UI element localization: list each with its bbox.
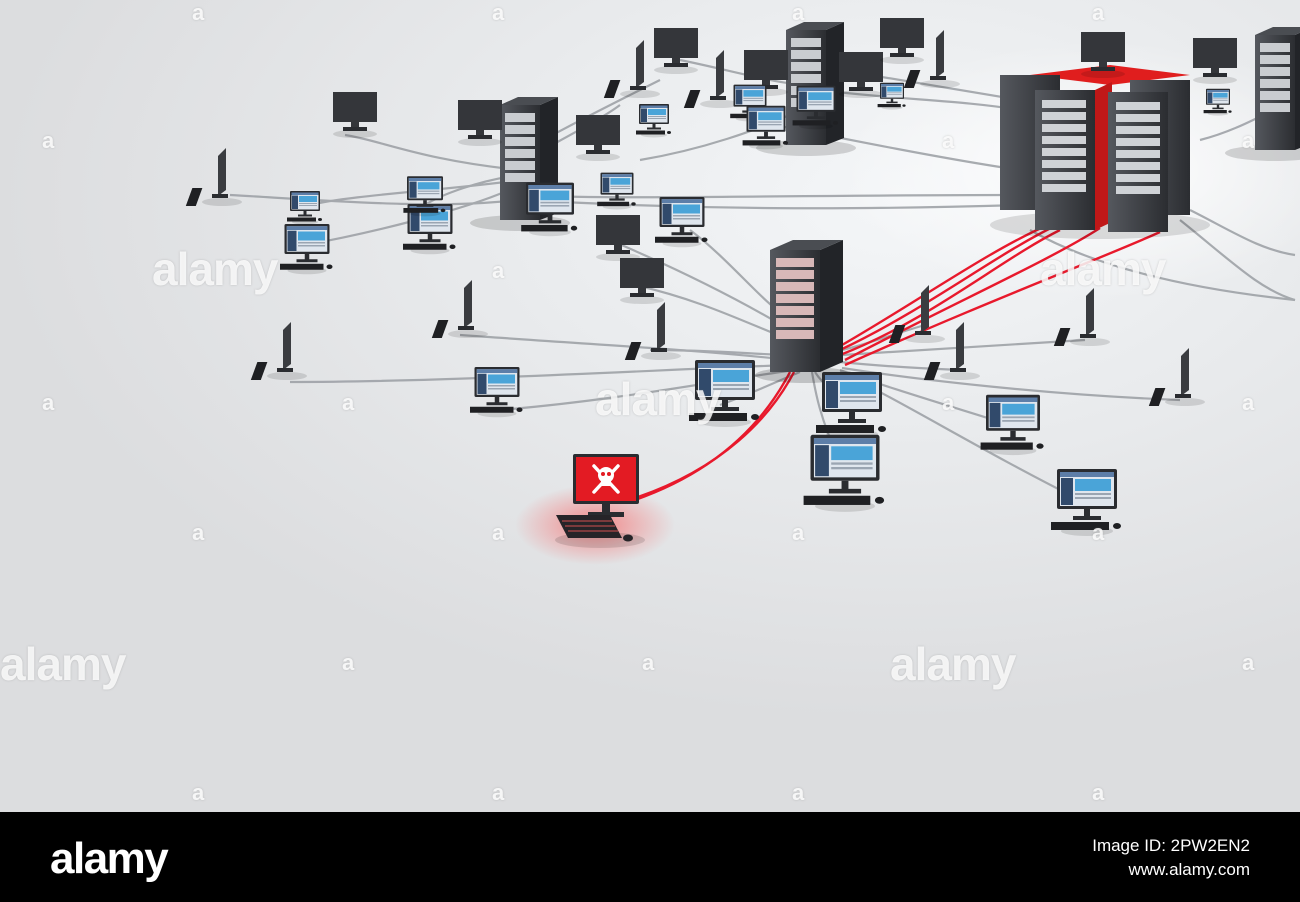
watermark-a: a — [642, 650, 655, 675]
network-illustration: alamy alamy alamy alamy alamy a a a a a … — [0, 0, 1300, 812]
workstation — [923, 322, 980, 380]
footer-meta: Image ID: 2PW2EN2 www.alamy.com — [1092, 836, 1250, 880]
workstation — [458, 100, 502, 146]
workstation — [576, 115, 620, 161]
workstation — [280, 224, 333, 275]
watermark-a: a — [342, 390, 355, 415]
watermark-a: a — [942, 390, 955, 415]
watermark-a: a — [1242, 390, 1255, 415]
watermark-a: a — [1092, 0, 1105, 25]
watermark-a: a — [792, 520, 805, 545]
stock-footer-bar: alamy Image ID: 2PW2EN2 www.alamy.com — [0, 812, 1300, 902]
watermark-a: a — [492, 520, 505, 545]
watermark-a: a — [792, 0, 805, 25]
footer-url-link[interactable]: www.alamy.com — [1128, 860, 1250, 879]
workstation — [250, 322, 307, 380]
workstation — [880, 18, 924, 64]
workstation — [596, 215, 640, 261]
watermark-a: a — [492, 0, 505, 25]
watermark-a: a — [192, 0, 205, 25]
watermark-a: a — [1242, 128, 1255, 153]
workstation — [431, 280, 488, 338]
workstation — [521, 182, 578, 237]
watermark-a: a — [492, 780, 505, 805]
image-id-label: Image ID: 2PW2EN2 — [1092, 836, 1250, 855]
central-server — [755, 240, 855, 383]
watermark-a: a — [192, 780, 205, 805]
workstation — [287, 191, 322, 225]
watermark-a: a — [942, 128, 955, 153]
workstation — [683, 50, 740, 108]
workstation — [620, 258, 664, 304]
workstation — [603, 40, 660, 98]
workstation — [980, 394, 1044, 456]
watermark-alamy: alamy — [152, 243, 278, 295]
watermark-a: a — [1092, 780, 1105, 805]
watermark-a: a — [192, 520, 205, 545]
watermark-alamy: alamy — [0, 638, 126, 690]
workstation — [1051, 469, 1121, 536]
network-scene — [185, 18, 1300, 565]
footer-brand-logo: alamy — [50, 834, 169, 883]
data-center-cluster — [990, 65, 1210, 239]
workstation — [1148, 348, 1205, 406]
infected-cables — [634, 222, 1161, 502]
watermark-alamy: alamy — [890, 638, 1016, 690]
watermark-alamy: alamy — [1040, 243, 1166, 295]
watermark-a: a — [792, 780, 805, 805]
watermark-a: a — [42, 128, 55, 153]
workstation — [839, 52, 883, 98]
watermark-a: a — [1242, 650, 1255, 675]
watermark-a: a — [492, 258, 505, 283]
watermark-a: a — [42, 390, 55, 415]
workstation — [185, 148, 242, 206]
workstation — [654, 28, 698, 74]
workstation — [816, 372, 886, 439]
watermark-a: a — [342, 650, 355, 675]
infected-workstation — [555, 454, 645, 548]
workstation — [803, 434, 885, 512]
workstation — [636, 104, 671, 138]
skull-crossbones-icon — [592, 464, 620, 494]
watermark-a: a — [1092, 520, 1105, 545]
workstation — [655, 197, 708, 248]
watermark-alamy: alamy — [595, 373, 721, 425]
workstation — [333, 92, 377, 138]
